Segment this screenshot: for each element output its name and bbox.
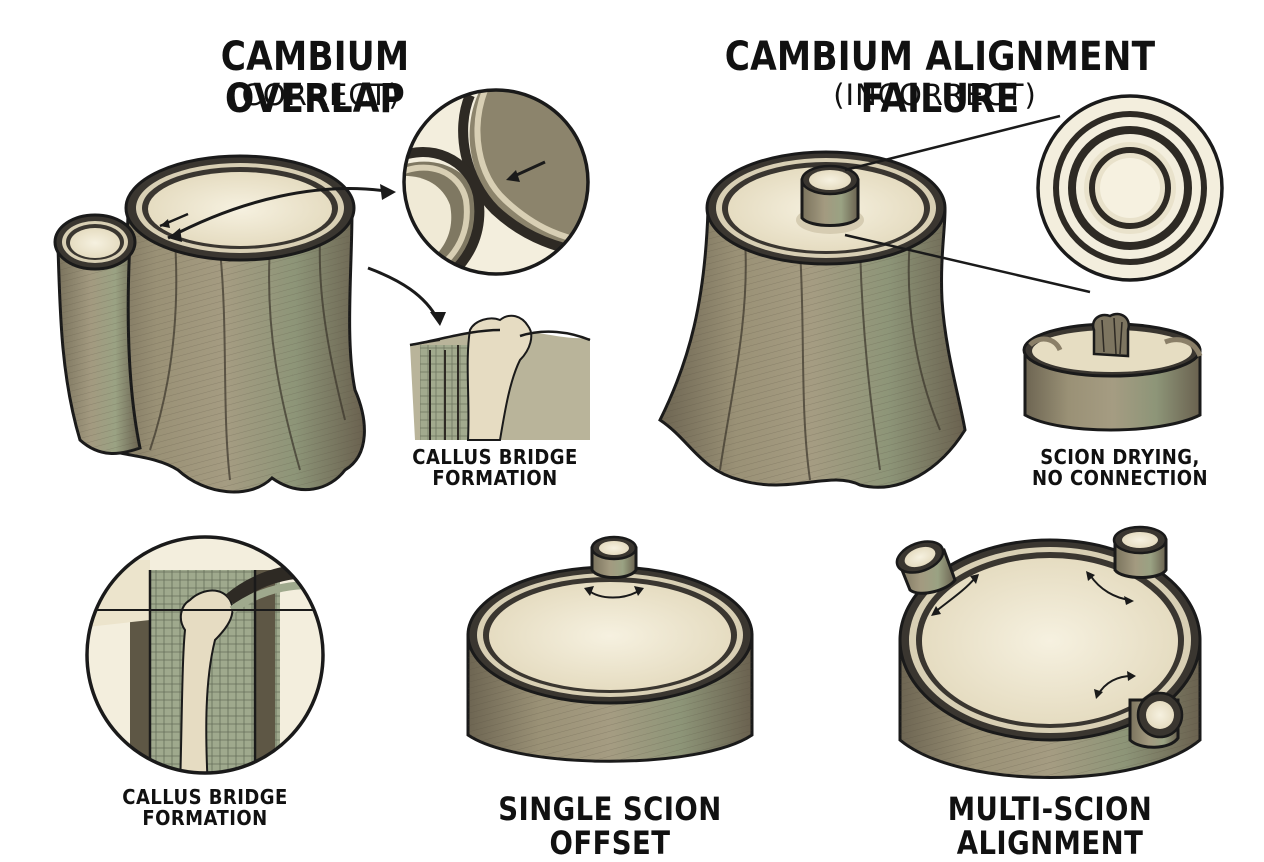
incorrect-subtitle: (INCORRECT) <box>833 78 1037 112</box>
multi-scion-alignment-disc <box>895 525 1202 779</box>
callus-bridge-label: CALLUS BRIDGE FORMATION <box>410 447 581 489</box>
callus-closeup-label-line2: FORMATION <box>142 806 268 830</box>
callus-bridge-detail <box>409 314 591 441</box>
incorrect-stump <box>658 114 1091 489</box>
correct-stump <box>53 154 446 494</box>
single-scion-offset-disc <box>466 535 754 763</box>
cambium-overlap-zoom <box>402 88 590 276</box>
callus-bridge-closeup <box>85 535 325 775</box>
multi-scion-caption: MULTI-SCION ALIGNMENT <box>947 790 1153 862</box>
correct-title: CAMBIUM OVERLAP <box>220 34 410 122</box>
scion-drying-label: SCION DRYING, NO CONNECTION <box>1026 447 1215 489</box>
single-scion-caption: SINGLE SCION OFFSET <box>498 790 722 862</box>
scion-drying-label-line1: SCION DRYING, <box>1040 445 1200 469</box>
callus-bridge-label-line1: CALLUS BRIDGE <box>412 445 578 469</box>
incorrect-title: CAMBIUM ALIGNMENT FAILURE <box>724 34 1156 122</box>
scion-drying-label-line2: NO CONNECTION <box>1032 466 1208 490</box>
callus-closeup-label: CALLUS BRIDGE FORMATION <box>120 787 291 829</box>
callus-closeup-label-line1: CALLUS BRIDGE <box>122 785 288 809</box>
callus-bridge-label-line2: FORMATION <box>432 466 558 490</box>
misaligned-rings-zoom <box>1036 94 1224 282</box>
correct-subtitle: (CORRECT) <box>229 78 401 112</box>
scion-drying-detail <box>1022 312 1203 432</box>
